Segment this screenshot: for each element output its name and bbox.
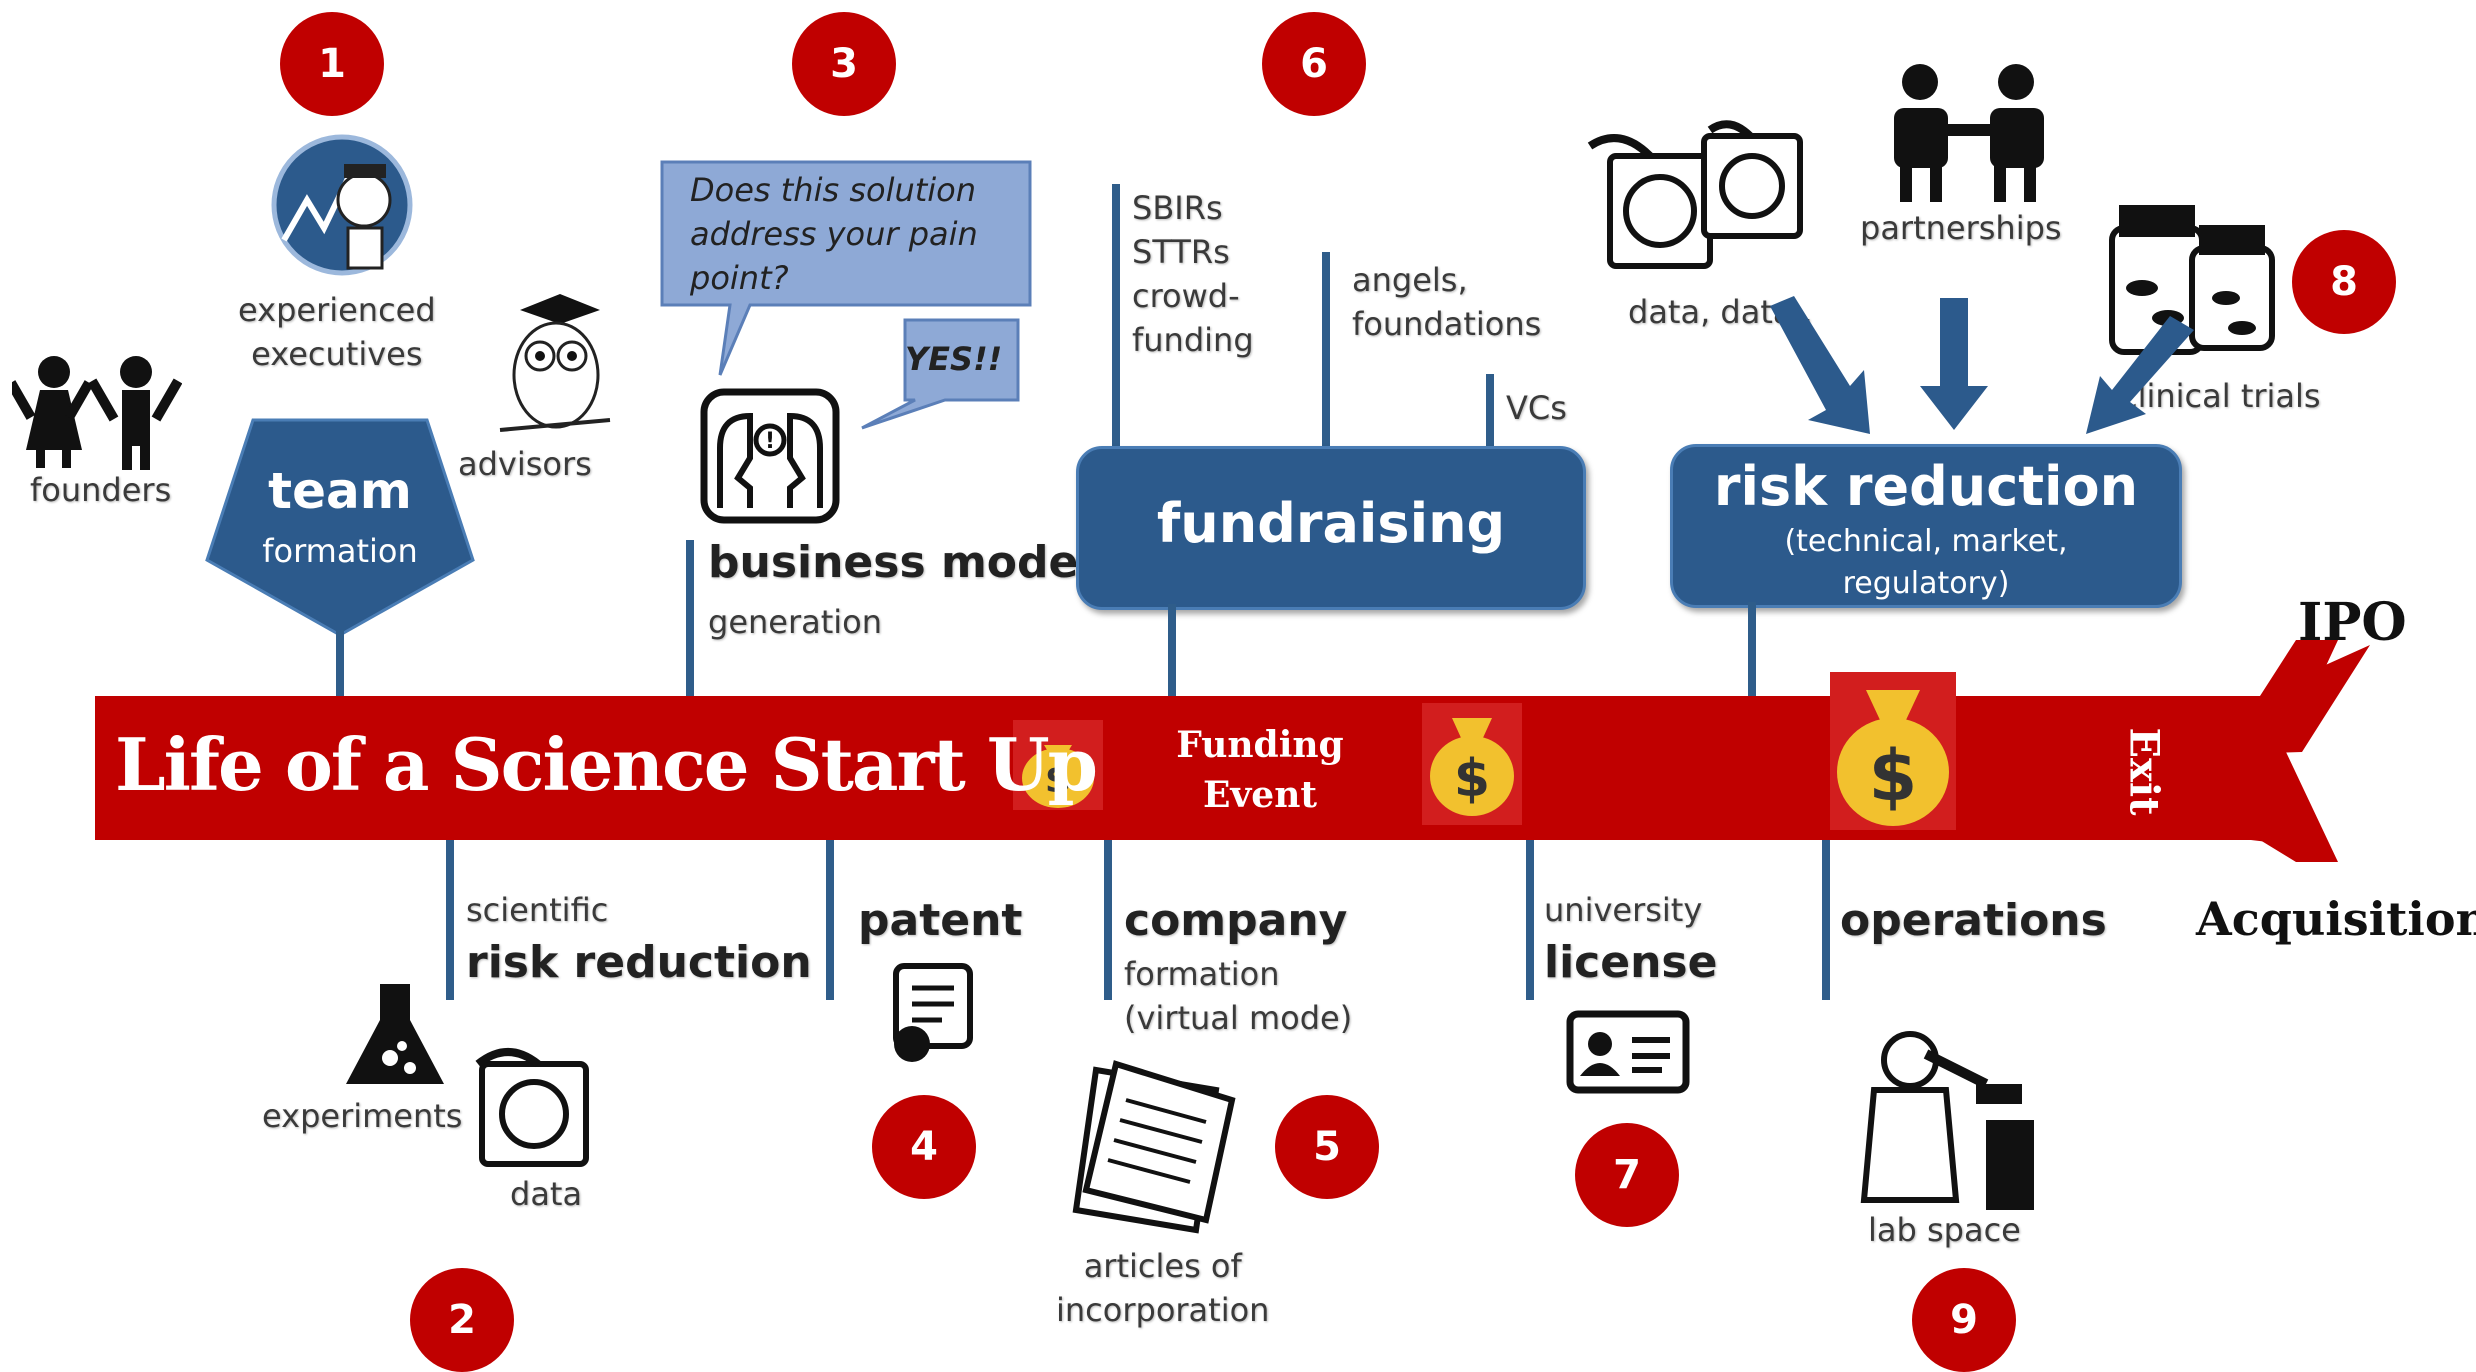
company-connector: [1104, 840, 1112, 1000]
fund-sources-c: VCs: [1506, 389, 1567, 427]
business-model-title: business model: [708, 537, 1094, 588]
business-connector: [686, 540, 694, 696]
step-4-badge: 4: [872, 1095, 976, 1199]
founders-icon: [12, 356, 182, 470]
operations-connector: [1822, 840, 1830, 1000]
partnership-icon: [1894, 64, 2044, 202]
data-safe-icon: [475, 1048, 589, 1167]
risk-connector: [1748, 602, 1756, 696]
step-2-badge: 2: [410, 1268, 514, 1372]
advisors-label: advisors: [458, 445, 592, 483]
patent-connector: [826, 840, 834, 1000]
business-model-subtitle: generation: [708, 603, 883, 641]
ipo-label: IPO: [2298, 592, 2407, 653]
step-5-badge: 5: [1275, 1095, 1379, 1199]
exit-arrow: [2148, 640, 2338, 862]
team-pentagon: [205, 418, 475, 637]
scientist-icon: [1860, 1031, 2034, 1210]
step-7-badge: 7: [1575, 1123, 1679, 1227]
certificate-icon: [893, 963, 973, 1062]
step-8-badge: 8: [2292, 230, 2396, 334]
fund-connector: [1168, 604, 1176, 696]
experiments-label: experiments: [262, 1097, 463, 1135]
founders-label: founders: [30, 471, 172, 509]
license-title: license: [1544, 937, 1718, 988]
data-safe-icons: [1587, 120, 1803, 269]
sci-risk-connector: [446, 840, 454, 1000]
data-label: data: [510, 1175, 583, 1213]
pill-bottles-icon: [2109, 205, 2275, 355]
team-title: team: [268, 462, 412, 520]
executive-icon: [271, 134, 413, 276]
money-bag-icon: $: [1422, 703, 1522, 825]
team-connector: [336, 630, 344, 696]
step-3-badge: 3: [792, 12, 896, 116]
svg-text:$: $: [1045, 757, 1071, 801]
company-title: company: [1124, 895, 1348, 946]
patent-title: patent: [858, 895, 1023, 946]
converging-arrows: [1770, 296, 2194, 434]
team-subtitle: formation: [262, 532, 418, 570]
step-1-badge: 1: [280, 12, 384, 116]
fund-sources-b: angels,foundations: [1352, 261, 1542, 343]
svg-text:$: $: [1869, 735, 1918, 817]
university-label: university: [1544, 891, 1703, 929]
step-6-badge: 6: [1262, 12, 1366, 116]
clinical-trials-label: clinical trials: [2120, 377, 2321, 415]
risk-reduction-box: risk reduction (technical, market, regul…: [1670, 444, 2182, 608]
exit-label: Exit: [2120, 727, 2168, 816]
speech-bubbles: [660, 160, 1032, 430]
svg-text:!: !: [765, 429, 775, 454]
money-bag-icon: $: [1013, 720, 1103, 810]
lab-space-label: lab space: [1868, 1211, 2021, 1249]
company-subtitle: formation(virtual mode): [1124, 955, 1353, 1037]
step-9-badge: 9: [1912, 1268, 2016, 1372]
owl-advisor-icon: [499, 294, 611, 432]
license-connector: [1526, 840, 1534, 1000]
documents-icon: [1072, 1060, 1236, 1234]
fund-line-b: [1322, 252, 1330, 460]
fund-line-c: [1486, 374, 1494, 460]
fundraising-box: fundraising: [1076, 446, 1586, 610]
yes-reply-text: YES!!: [905, 340, 1003, 378]
money-bag-icon: $: [1830, 672, 1956, 830]
fund-line-a: [1112, 184, 1120, 460]
partnerships-label: partnerships: [1860, 209, 2062, 247]
operations-title: operations: [1840, 895, 2107, 946]
acquisition-label: Acquisition: [2196, 892, 2476, 946]
sci-risk-title: risk reduction: [466, 937, 812, 988]
flask-icon: [346, 984, 444, 1084]
id-card-icon: [1566, 1010, 1690, 1094]
thinking-heads-icon: !: [700, 388, 840, 524]
scientific-label: scientific: [466, 891, 609, 929]
diagram-title: Life of a Science Start Up: [115, 722, 1098, 807]
svg-text:$: $: [1454, 749, 1490, 809]
